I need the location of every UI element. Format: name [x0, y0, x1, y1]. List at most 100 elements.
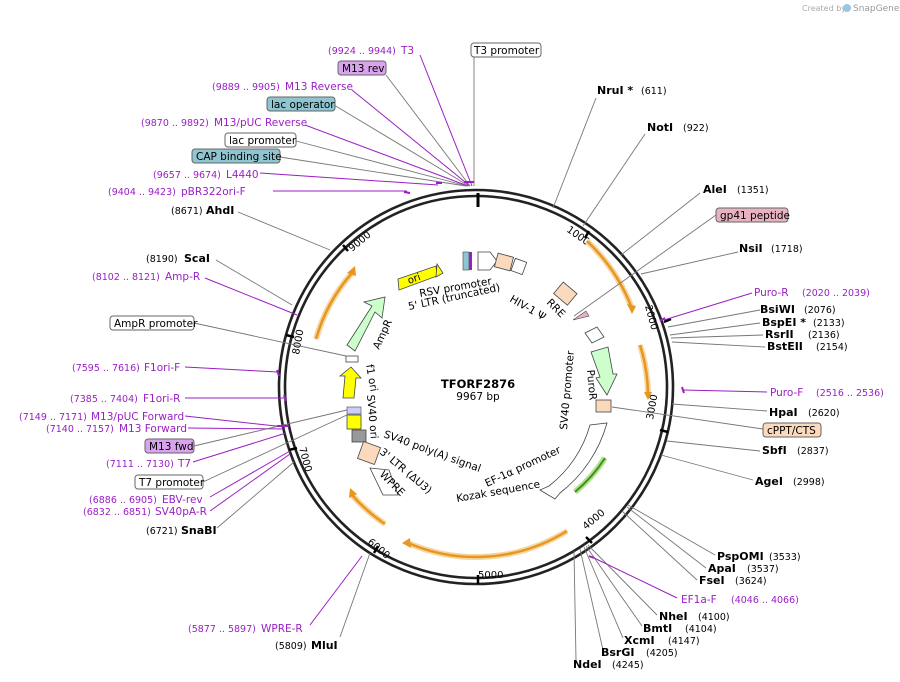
primer-name: Puro-F: [770, 387, 803, 399]
ampr-promoter-text: AmpR promoter: [114, 318, 198, 330]
rsv-promoter-feature: [477, 251, 498, 271]
snapgene-watermark: Created by SnapGene: [802, 4, 900, 14]
site-pos: (2136): [808, 330, 840, 341]
site-name: BspEI *: [762, 316, 806, 329]
site-name: HpaI: [769, 406, 798, 419]
backbone-inner: [283, 194, 669, 580]
cap-site-text: CAP binding site: [196, 151, 282, 163]
lac-promoter-box: [224, 132, 297, 148]
lac-mark: [346, 406, 362, 415]
f1ori-label: f1 ori: [363, 363, 380, 392]
t7-promoter-text: T7 promoter: [138, 477, 205, 489]
sv40-pa-feature: [351, 429, 367, 443]
backbone-outer: [277, 188, 675, 586]
primer-pos: (6886 .. 6905): [89, 495, 157, 506]
orf-arrowhead-5: [347, 266, 356, 276]
primer-name: M13/pUC Forward: [91, 411, 184, 423]
site-pos: (2133): [813, 318, 845, 329]
boxed-labels: T3 promoter M13 rev lac operator lac pro…: [109, 42, 822, 490]
primer-pos: (7111 .. 7130): [106, 459, 174, 470]
features: ori AmpR: [338, 251, 618, 500]
site-name: ApaI: [708, 562, 736, 575]
site-pos: (4245): [612, 660, 644, 671]
hiv-psi-feature: [510, 257, 528, 276]
primer-pos: (7385 .. 7404): [70, 394, 138, 405]
ori-label: ori: [406, 272, 422, 287]
primer-pos: (9657 .. 9674): [153, 170, 221, 181]
orf-arrowhead-2: [644, 392, 652, 400]
site-pos: (4104): [685, 624, 717, 635]
site-name: XcmI: [624, 634, 655, 647]
site-name: BsrGI: [601, 646, 634, 659]
primer-name: WPRE-R: [261, 623, 303, 635]
primer-pos: (9404 .. 9423): [108, 187, 176, 198]
primer-pos: (2516 .. 2536): [816, 388, 884, 399]
orf-arrowhead-3: [402, 538, 411, 548]
ltr5-feature: [493, 252, 515, 272]
sv40-ori-feature: [346, 414, 362, 430]
site-pos: (2076): [804, 305, 836, 316]
site-pos: (1718): [771, 244, 803, 255]
orf-arc-5-core: [314, 272, 353, 340]
primer-name: EF1a-F: [681, 594, 717, 606]
primer-name: pBR322ori-F: [181, 186, 246, 198]
site-name: RsrII: [765, 328, 794, 341]
primer-name: Amp-R: [165, 271, 200, 283]
primer-mark: [469, 252, 472, 270]
lac-operator-text: lac operator: [271, 99, 335, 111]
site-name: BstEII: [767, 340, 803, 353]
site-name: MluI: [311, 639, 338, 652]
site-pos: (3537): [747, 564, 779, 575]
watermark-text: Created by: [802, 4, 846, 13]
orf-arc-1-core: [586, 240, 633, 307]
site-name: AhdI: [206, 204, 234, 217]
site-pos: (2154): [816, 342, 848, 353]
lac-operator-box: [266, 96, 336, 112]
primer-name: M13 Forward: [119, 423, 187, 435]
sv40-promoter-feature: [584, 326, 605, 344]
cppt-feature: [595, 399, 612, 413]
site-name: BmtI: [643, 622, 672, 635]
site-pos: (6721): [146, 526, 178, 537]
restriction-sites: NruI * (611) NotI (922) AleI (1351) NsiI…: [146, 84, 848, 671]
primer-pos: (5877 .. 5897): [188, 624, 256, 635]
tick-label: 8000: [291, 329, 306, 356]
site-pos: (2620): [808, 408, 840, 419]
site-pos: (922): [683, 123, 709, 134]
lac-promoter-text: lac promoter: [229, 135, 297, 147]
orf-arrowhead-4: [349, 488, 357, 498]
site-pos: (2998): [793, 477, 825, 488]
site-pos: (8671): [171, 206, 203, 217]
site-pos: (611): [641, 86, 667, 97]
site-name: SbfI: [762, 444, 787, 457]
primer-pos: (8102 .. 8121): [92, 272, 160, 283]
site-pos: (4205): [646, 648, 678, 659]
site-name: AleI: [703, 183, 727, 196]
wpre-feature: [369, 467, 399, 496]
site-pos: (8190): [146, 254, 178, 265]
cap-site-box: [191, 148, 281, 164]
primer-pos: (2020 .. 2039): [802, 288, 870, 299]
primer-name: M13 Reverse: [285, 81, 353, 93]
kozak-arc-core: [574, 457, 606, 493]
primer-pos: (6832 .. 6851): [83, 507, 151, 518]
site-pos: (3533): [769, 552, 801, 563]
primer-name: M13/pUC Reverse: [214, 117, 307, 129]
primer-name: EBV-rev: [162, 494, 203, 506]
primer-name: T7: [177, 458, 191, 470]
site-pos: (3624): [735, 576, 767, 587]
m13-fwd-text: M13 fwd: [149, 441, 194, 453]
ef1a-promoter-feature: [539, 422, 608, 500]
feature-labels: RSV promoter 5' LTR (truncated) HIV-1 Ψ …: [363, 275, 599, 505]
t3-promoter-box: [470, 42, 542, 58]
snapgene-logo-icon: [843, 4, 851, 12]
plasmid-name: TFORF2876: [441, 377, 515, 391]
site-pos: (4100): [698, 612, 730, 623]
primer-pos: (4046 .. 4066): [731, 595, 799, 606]
cap-site-mark: [462, 251, 470, 271]
orf-arc-5: [313, 271, 355, 340]
sv40ori-label: SV40 ori: [364, 394, 380, 439]
tick-label: 5000: [478, 570, 503, 581]
ltr3-feature: [356, 440, 382, 466]
